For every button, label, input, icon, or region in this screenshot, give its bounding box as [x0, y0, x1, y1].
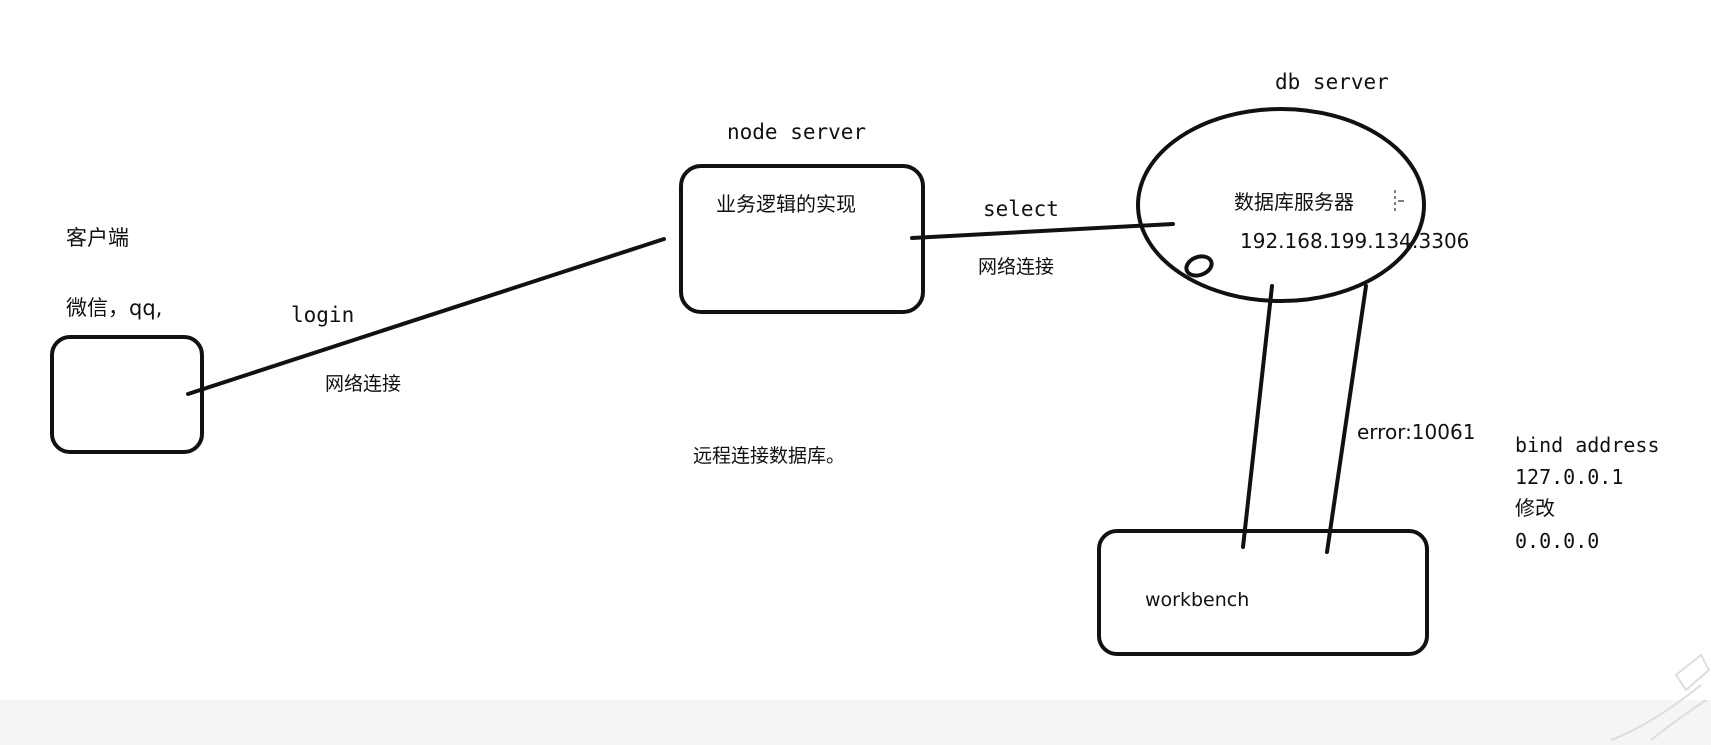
- client-box: [50, 335, 204, 454]
- db-server-name: 数据库服务器: [1234, 190, 1354, 214]
- client-title: 客户端: [66, 226, 129, 250]
- db-workbench-link-right: [1325, 284, 1368, 554]
- node-server-title: node server: [727, 120, 867, 144]
- db-server-address: 192.168.199.134:3306: [1240, 229, 1470, 253]
- bind-note-line1: bind address: [1515, 433, 1660, 457]
- node-db-link: [910, 222, 1175, 240]
- bottom-strip: [0, 700, 1711, 745]
- db-link-label: select: [983, 197, 1059, 221]
- node-server-box-text: 业务逻辑的实现: [716, 192, 856, 216]
- workbench-error: error:10061: [1357, 420, 1476, 444]
- watermark-logo: [1610, 653, 1711, 741]
- db-workbench-link-left: [1241, 284, 1274, 549]
- client-link-sublabel: 网络连接: [325, 373, 402, 395]
- db-server-ellipse: [1136, 107, 1426, 303]
- db-port-marker: [1184, 254, 1214, 278]
- client-link-label: login: [291, 303, 355, 327]
- bind-note-line4: 0.0.0.0: [1515, 529, 1600, 553]
- db-server-title: db server: [1275, 70, 1389, 94]
- client-apps: 微信，qq,: [66, 296, 163, 320]
- bind-note-line2: 127.0.0.1: [1515, 465, 1624, 489]
- client-node-link: [186, 237, 666, 396]
- workbench-box: [1097, 529, 1429, 656]
- bind-note-line3: 修改: [1515, 496, 1555, 520]
- node-server-box: [679, 164, 925, 314]
- workbench-label: workbench: [1145, 589, 1250, 611]
- remote-note: 远程连接数据库。: [693, 445, 846, 467]
- db-link-sublabel: 网络连接: [978, 256, 1055, 278]
